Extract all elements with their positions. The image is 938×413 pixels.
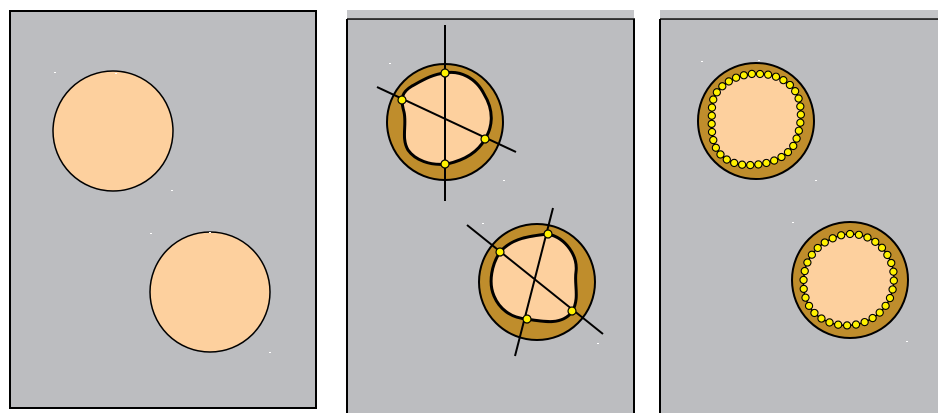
perimeter-marker-point [835,321,842,328]
perimeter-marker-point [725,78,732,85]
perimeter-marker-point [814,244,821,251]
perimeter-marker-point [864,234,871,241]
perimeter-marker-point [876,309,883,316]
perimeter-marker-point [844,322,851,329]
perimeter-marker-point [723,156,730,163]
perimeter-marker-point [710,96,717,103]
perimeter-marker-point [797,103,804,110]
perimeter-marker-point [765,71,772,78]
perimeter-marker-point [797,119,804,126]
marker-point [441,160,449,168]
marker-point [481,135,489,143]
perimeter-marker-point [882,302,889,309]
perimeter-marker-point [713,89,720,96]
perimeter-marker-point [717,151,724,158]
perimeter-marker-point [786,81,793,88]
perimeter-marker-point [712,144,719,151]
perimeter-marker-point [719,83,726,90]
perimeter-marker-point [890,277,897,284]
perimeter-marker-point [861,319,868,326]
perimeter-marker-point [805,302,812,309]
panel-3-top-bar [660,10,938,18]
perimeter-marker-point [772,73,779,80]
perimeter-marker-point [780,77,787,84]
panel-3-background [660,19,938,413]
perimeter-marker-point [748,70,755,77]
panel-2-top-bar [347,10,634,18]
perimeter-marker-point [756,70,763,77]
perimeter-marker-point [818,315,825,322]
perimeter-marker-point [755,161,762,168]
perimeter-marker-point [708,128,715,135]
perimeter-marker-point [890,268,897,275]
panel-1-background [10,11,316,408]
perimeter-marker-point [826,319,833,326]
plain-circle-lower [150,232,270,352]
marker-point [398,96,406,104]
perimeter-marker-point [708,104,715,111]
panel-2-background [347,19,634,413]
perimeter-marker-point [763,159,770,166]
traced-cell-lower [792,222,908,338]
perimeter-marker-point [793,135,800,142]
marker-point [496,248,504,256]
panel-diameter-lines [347,10,635,413]
perimeter-marker-point [852,321,859,328]
perimeter-marker-point [800,285,807,292]
perimeter-marker-point [732,74,739,81]
plain-circle-upper [53,71,173,191]
perimeter-marker-point [784,149,791,156]
perimeter-marker-point [771,157,778,164]
perimeter-marker-point [795,95,802,102]
perimeter-marker-point [846,230,853,237]
perimeter-marker-point [739,161,746,168]
perimeter-marker-point [801,267,808,274]
perimeter-marker-point [808,251,815,258]
perimeter-marker-point [872,238,879,245]
perimeter-marker-point [795,127,802,134]
perimeter-marker-point [731,159,738,166]
perimeter-marker-point [710,136,717,143]
perimeter-marker-point [708,112,715,119]
perimeter-marker-point [878,244,885,251]
perimeter-marker-point [804,259,811,266]
perimeter-marker-point [886,294,893,301]
panel-perimeter-points [660,10,938,413]
perimeter-marker-point [797,111,804,118]
marker-point [523,315,531,323]
perimeter-marker-point [821,239,828,246]
perimeter-marker-point [802,294,809,301]
perimeter-marker-point [869,314,876,321]
marker-point [544,230,552,238]
perimeter-marker-point [888,259,895,266]
marker-point [568,307,576,315]
perimeter-marker-point [740,72,747,79]
marker-point [441,69,449,77]
perimeter-marker-point [838,232,845,239]
perimeter-marker-point [708,120,715,127]
perimeter-marker-point [889,286,896,293]
perimeter-marker-point [829,235,836,242]
panel-plain-circles [10,11,316,408]
traced-cell-upper [698,63,814,179]
perimeter-marker-point [790,142,797,149]
perimeter-marker-point [811,309,818,316]
perimeter-marker-point [747,161,754,168]
perimeter-marker-point [800,276,807,283]
perimeter-marker-point [884,251,891,258]
cell-interior [402,72,491,164]
perimeter-marker-point [778,153,785,160]
perimeter-marker-point [792,88,799,95]
perimeter-marker-point [855,231,862,238]
